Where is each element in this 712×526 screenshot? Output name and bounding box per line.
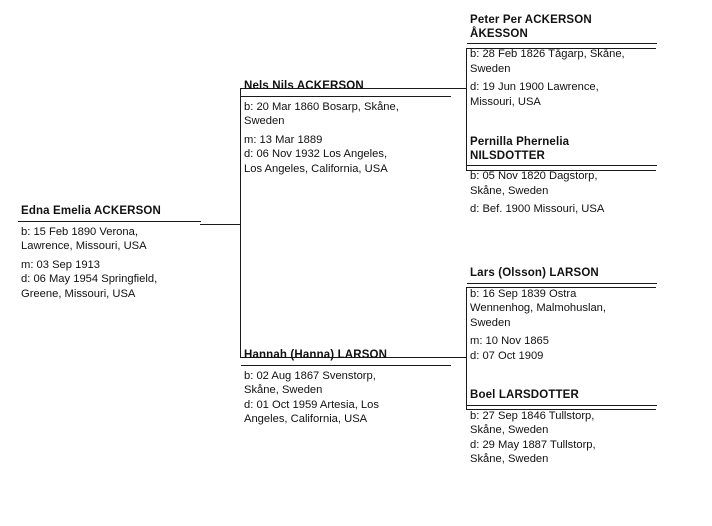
person-card-subject[interactable]: Edna Emelia ACKERSON b: 15 Feb 1890 Vero… (18, 205, 201, 301)
person-details-maternal-grandmother: b: 27 Sep 1846 Tullstorp, Skåne, Sweden … (467, 406, 657, 467)
person-card-paternal-grandmother[interactable]: Pernilla Phernelia NILSDOTTER b: 05 Nov … (467, 136, 657, 217)
person-death-maternal-grandfather: d: 07 Oct 1909 (470, 349, 544, 362)
connector-to-father (240, 88, 451, 89)
person-name-mother: Hannah (Hanna) LARSON (241, 349, 451, 366)
person-death-paternal-grandfather: d: 19 Jun 1900 Lawrence, Missouri, USA (470, 81, 599, 108)
person-details-paternal-grandmother: b: 05 Nov 1820 Dagstorp, Skåne, Sweden d… (467, 166, 657, 217)
person-death-subject: d: 06 May 1954 Springfield, Greene, Miss… (21, 273, 158, 300)
person-details-paternal-grandfather: b: 28 Feb 1826 Tågarp, Skåne, Sweden d: … (467, 44, 657, 109)
person-death-paternal-grandmother: d: Bef. 1900 Missouri, USA (470, 203, 605, 216)
person-details-maternal-grandfather: b: 16 Sep 1839 Ostra Wennenhog, Malmohus… (467, 284, 657, 364)
person-birth-maternal-grandmother: b: 27 Sep 1846 Tullstorp, Skåne, Sweden (470, 409, 595, 437)
person-death-father: d: 06 Nov 1932 Los Angeles, Los Angeles,… (244, 148, 388, 175)
connector-paternal-grandparents-vertical (466, 48, 467, 171)
person-name-subject: Edna Emelia ACKERSON (18, 205, 201, 222)
person-birth-paternal-grandmother: b: 05 Nov 1820 Dagstorp, Skåne, Sweden (470, 170, 598, 197)
connector-to-maternal-grandfather (466, 287, 656, 288)
person-card-paternal-grandfather[interactable]: Peter Per ACKERSON ÅKESSON b: 28 Feb 182… (467, 14, 657, 109)
connector-to-maternal-grandmother (466, 409, 656, 410)
person-card-maternal-grandfather[interactable]: Lars (Olsson) LARSON b: 16 Sep 1839 Ostr… (467, 267, 657, 363)
person-name-father: Nels Nils ACKERSON (241, 80, 451, 97)
person-birth-maternal-grandfather: b: 16 Sep 1839 Ostra Wennenhog, Malmohus… (470, 287, 606, 329)
person-name-maternal-grandfather: Lars (Olsson) LARSON (467, 267, 657, 284)
connector-subject-to-parents (200, 224, 241, 225)
person-marriage-subject: m: 03 Sep 1913 (21, 258, 100, 271)
connector-father-to-grandparents (426, 88, 467, 89)
connector-to-paternal-grandfather (466, 48, 656, 49)
connector-mother-to-grandparents (426, 357, 467, 358)
person-death-mother: d: 01 Oct 1959 Artesia, Los Angeles, Cal… (244, 398, 379, 426)
person-name-paternal-grandfather: Peter Per ACKERSON ÅKESSON (467, 14, 657, 44)
person-details-subject: b: 15 Feb 1890 Verona, Lawrence, Missour… (18, 222, 201, 302)
connector-parents-vertical (240, 88, 241, 358)
person-marriage-maternal-grandfather: m: 10 Nov 1865 (470, 335, 549, 348)
connector-maternal-grandparents-vertical (466, 287, 467, 409)
person-card-mother[interactable]: Hannah (Hanna) LARSON b: 02 Aug 1867 Sve… (241, 349, 451, 427)
person-details-mother: b: 02 Aug 1867 Svenstorp, Skåne, Sweden … (241, 366, 451, 427)
person-card-maternal-grandmother[interactable]: Boel LARSDOTTER b: 27 Sep 1846 Tullstorp… (467, 389, 657, 467)
person-details-father: b: 20 Mar 1860 Bosarp, Skåne, Sweden m: … (241, 97, 451, 177)
person-name-maternal-grandmother: Boel LARSDOTTER (467, 389, 657, 406)
person-name-paternal-grandmother: Pernilla Phernelia NILSDOTTER (467, 136, 657, 166)
person-marriage-father: m: 13 Mar 1889 (244, 133, 323, 146)
person-birth-paternal-grandfather: b: 28 Feb 1826 Tågarp, Skåne, Sweden (470, 48, 625, 75)
person-birth-father: b: 20 Mar 1860 Bosarp, Skåne, Sweden (244, 100, 399, 128)
person-birth-subject: b: 15 Feb 1890 Verona, Lawrence, Missour… (21, 225, 147, 253)
person-card-father[interactable]: Nels Nils ACKERSON b: 20 Mar 1860 Bosarp… (241, 80, 451, 176)
person-death-maternal-grandmother: d: 29 May 1887 Tullstorp, Skåne, Sweden (470, 438, 596, 466)
connector-to-paternal-grandmother (466, 170, 656, 171)
person-birth-mother: b: 02 Aug 1867 Svenstorp, Skåne, Sweden (244, 369, 376, 397)
connector-to-mother (240, 357, 451, 358)
